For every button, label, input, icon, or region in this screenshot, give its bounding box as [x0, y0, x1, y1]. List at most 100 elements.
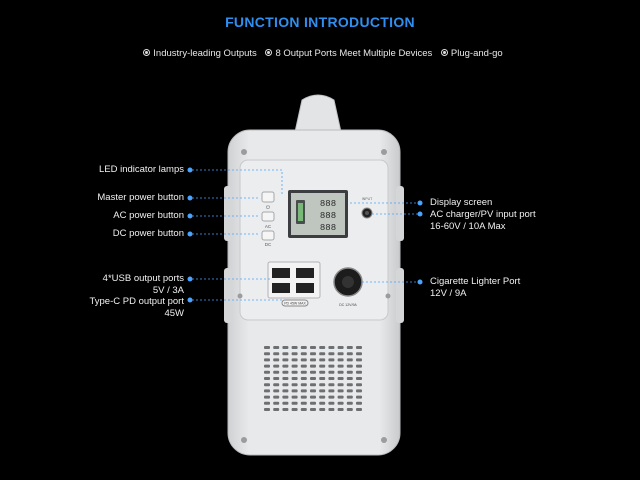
vent-slot	[310, 395, 316, 399]
vent-slot	[300, 408, 307, 411]
vent-slot	[300, 370, 307, 374]
feature-item: Plug-and-go	[450, 48, 503, 59]
vent-slot	[282, 377, 289, 380]
vent-slot	[273, 377, 280, 380]
bullet-icon	[143, 48, 151, 56]
vent-slot	[273, 401, 280, 405]
vent-slot	[356, 408, 362, 411]
ac-power-label: AC power button	[113, 210, 184, 221]
charger-port-spec: 16-60V / 10A Max	[430, 221, 506, 232]
cig-port-title: Cigarette Lighter Port	[430, 276, 521, 287]
leader-lines	[192, 169, 420, 301]
vent-slot	[273, 408, 280, 411]
lcd-digits: 888	[320, 211, 336, 221]
vent-slot	[328, 377, 335, 380]
vent-slot	[264, 377, 270, 380]
vent-slot	[328, 370, 335, 374]
vent-slot	[310, 408, 316, 411]
vent-slot	[328, 358, 335, 362]
vent-slot	[346, 383, 353, 387]
vent-slot	[356, 358, 362, 362]
page-title: FUNCTION INTRODUCTION	[225, 14, 415, 30]
vent-slot	[264, 383, 270, 387]
vent-slot	[273, 389, 280, 393]
vent-slot	[282, 389, 289, 393]
typec-port-title: Type-C PD output port	[89, 296, 184, 307]
charger-port-title: AC charger/PV input port	[430, 209, 536, 220]
cig-port-callout: Cigarette Lighter Port 12V / 9A	[430, 276, 520, 300]
master-power-button	[261, 191, 275, 203]
vent-slot	[300, 389, 307, 393]
vent-slot	[300, 395, 307, 399]
vent-slot	[346, 395, 353, 399]
vent-slot	[356, 370, 362, 374]
vent-slot	[319, 401, 326, 405]
vent-slot	[319, 346, 326, 349]
vent-slot	[346, 370, 353, 374]
vent-slot	[319, 364, 326, 368]
vent-slot	[337, 395, 344, 399]
vent-slot	[291, 408, 298, 411]
side-bumper	[396, 268, 404, 323]
vent-slot	[300, 364, 307, 368]
vent-slot	[264, 352, 270, 356]
vent-slot	[337, 352, 344, 356]
vent-slot	[310, 401, 316, 405]
vent-slot	[328, 389, 335, 393]
vent-slot	[337, 408, 344, 411]
vent-slot	[282, 358, 289, 362]
dc-power-button	[261, 230, 275, 241]
vent-slot	[356, 346, 362, 349]
typec-port-spec: 45W	[164, 308, 184, 319]
vent-slot	[319, 395, 326, 399]
vent-slot	[328, 346, 335, 349]
vent-slot	[310, 364, 316, 368]
led-indicator-label: LED indicator lamps	[98, 164, 184, 175]
vent-slot	[319, 358, 326, 362]
dc-power-label: DC power button	[112, 228, 184, 239]
screw-icon	[385, 293, 391, 299]
side-bumper	[396, 186, 404, 241]
dc-button-label: DC	[265, 242, 272, 247]
vent-holes	[264, 346, 362, 411]
vent-slot	[328, 364, 335, 368]
vent-slot	[337, 346, 344, 349]
vent-slot	[282, 352, 289, 356]
screw-icon	[241, 437, 247, 443]
vent-slot	[273, 395, 280, 399]
cig-port-label: DC 12V/9A	[339, 303, 357, 307]
usb-port	[272, 283, 290, 293]
charger-port-label: AC charger/PV input port 16-60V / 10A Ma…	[430, 209, 536, 233]
leader-endpoints	[187, 167, 423, 303]
vent-slot	[282, 408, 289, 411]
vent-slot	[346, 408, 353, 411]
side-bumper	[224, 268, 232, 323]
vent-slot	[282, 401, 289, 405]
vent-slot	[282, 370, 289, 374]
vent-slot	[264, 364, 270, 368]
vent-slot	[300, 383, 307, 387]
vent-slot	[273, 352, 280, 356]
vent-slot	[319, 408, 326, 411]
screw-icon	[381, 149, 387, 155]
vent-slot	[291, 395, 298, 399]
vent-slot	[273, 364, 280, 368]
vent-slot	[337, 401, 344, 405]
vent-slot	[356, 389, 362, 393]
vent-slot	[264, 408, 270, 411]
vent-slot	[346, 352, 353, 356]
vent-slot	[328, 395, 335, 399]
display-screen-label: Display screen	[430, 197, 493, 208]
vent-slot	[328, 401, 335, 405]
usb-ports-spec: 5V / 3A	[152, 285, 184, 296]
vent-slot	[273, 358, 280, 362]
ac-power-button	[261, 211, 275, 222]
vent-slot	[328, 383, 335, 387]
lcd-digits: 888	[320, 199, 336, 209]
vent-slot	[346, 358, 353, 362]
vent-slot	[310, 377, 316, 380]
usb-port	[296, 283, 314, 293]
vent-slot	[264, 358, 270, 362]
bullet-icon	[440, 48, 448, 56]
vent-slot	[319, 370, 326, 374]
